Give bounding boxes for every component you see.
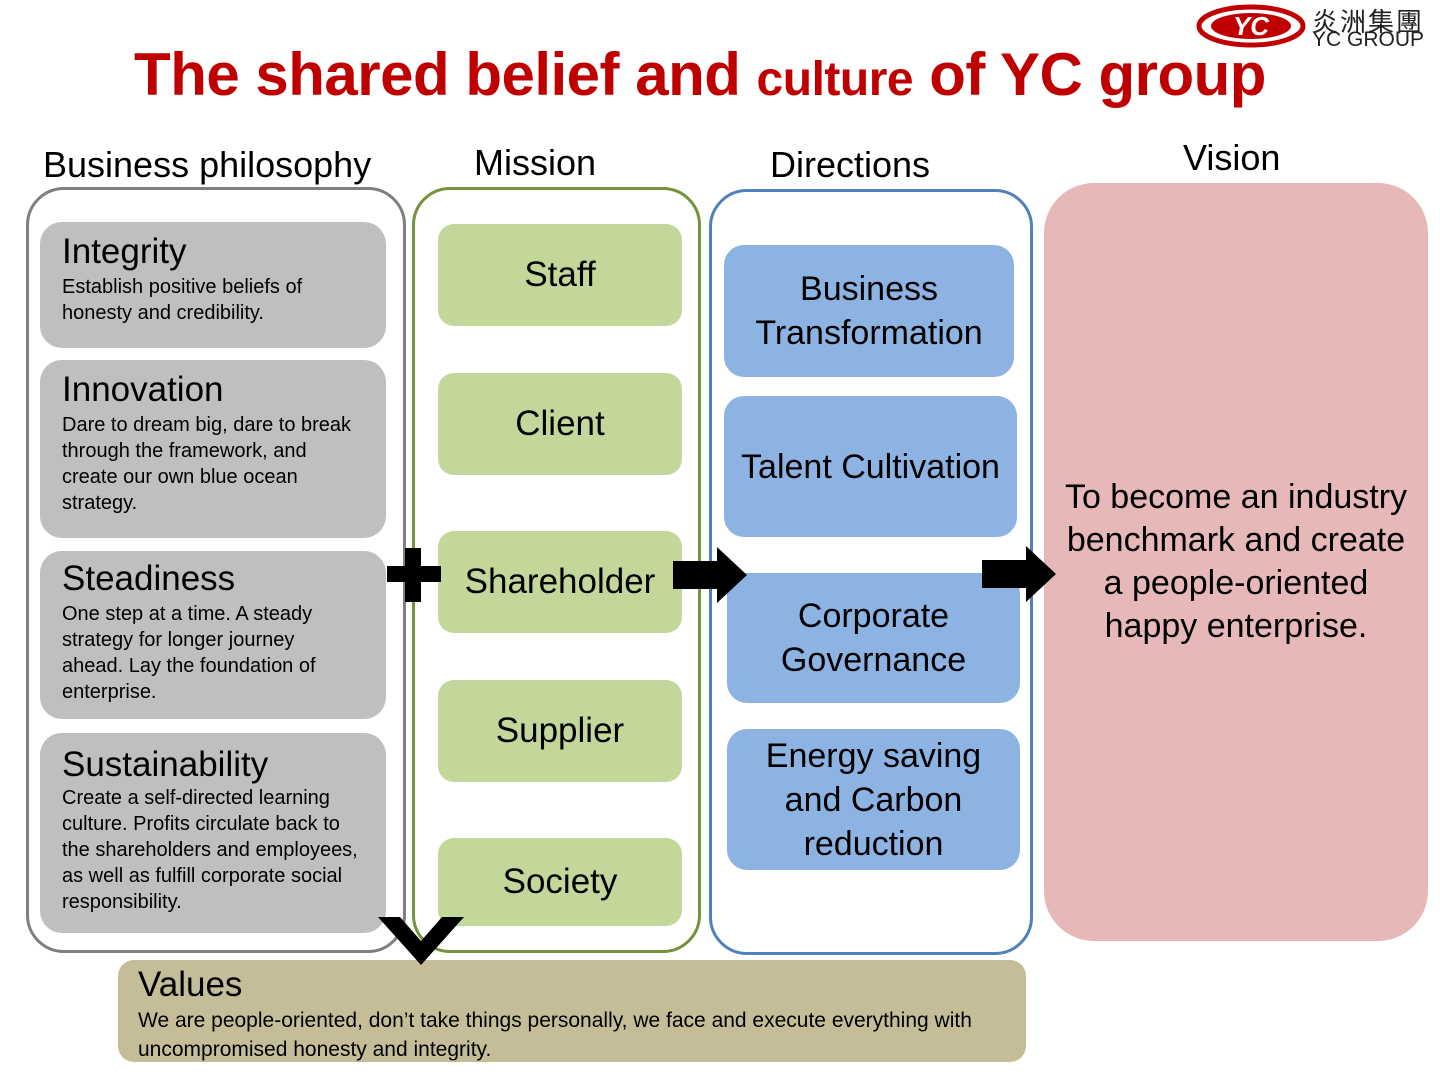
mission-item-staff: Staff — [438, 224, 682, 326]
philosophy-item-desc: Establish positive beliefs of honesty an… — [62, 276, 303, 324]
direction-item-talent-cultivation: Talent Cultivation — [724, 396, 1017, 537]
philosophy-item-desc: Create a self-directed learning culture.… — [62, 787, 358, 913]
right-arrow-icon — [673, 547, 747, 603]
mission-item-society: Society — [438, 838, 682, 926]
mission-item-supplier: Supplier — [438, 680, 682, 782]
philosophy-item-title: Steadiness — [62, 559, 236, 598]
heading-directions: Directions — [770, 144, 931, 185]
mission-item-shareholder: Shareholder — [438, 531, 682, 633]
heading-business-philosophy: Business philosophy — [43, 144, 372, 185]
philosophy-item-steadiness: Steadiness One step at a time. A steady … — [40, 551, 386, 719]
vision-box: To become an industry benchmark and crea… — [1044, 183, 1428, 941]
values-text: We are people-oriented, don’t take thing… — [138, 1009, 972, 1061]
logo-chinese-text: 炎洲集團 — [1312, 8, 1425, 38]
mission-item-client: Client — [438, 373, 682, 475]
yc-logo-icon: YC — [1196, 4, 1306, 48]
down-chevron-icon — [378, 917, 464, 965]
philosophy-item-innovation: Innovation Dare to dream big, dare to br… — [40, 360, 386, 538]
philosophy-item-title: Innovation — [62, 370, 224, 409]
logo-english-text: YC GROUP — [1312, 28, 1425, 51]
philosophy-item-sustainability: Sustainability Create a self-directed le… — [40, 733, 386, 933]
direction-item-corporate-governance: Corporate Governance — [727, 573, 1020, 703]
philosophy-item-desc: One step at a time. A steady strategy fo… — [62, 603, 316, 703]
values-title: Values — [138, 965, 243, 1004]
philosophy-item-desc: Dare to dream big, dare to break through… — [62, 414, 352, 514]
philosophy-item-integrity: Integrity Establish positive beliefs of … — [40, 222, 386, 348]
right-arrow-icon — [982, 546, 1056, 602]
direction-item-energy-saving: Energy saving and Carbon reduction — [727, 729, 1020, 870]
direction-item-business-transformation: Business Transformation — [724, 245, 1014, 377]
philosophy-item-title: Sustainability — [62, 745, 269, 784]
plus-icon — [387, 548, 441, 602]
philosophy-item-title: Integrity — [62, 232, 187, 271]
page-title: The shared belief and culture of YC grou… — [134, 41, 1266, 108]
values-box: Values We are people-oriented, don’t tak… — [118, 960, 1026, 1062]
heading-mission: Mission — [474, 142, 597, 183]
heading-vision: Vision — [1183, 137, 1281, 178]
svg-text:YC: YC — [1233, 11, 1270, 41]
